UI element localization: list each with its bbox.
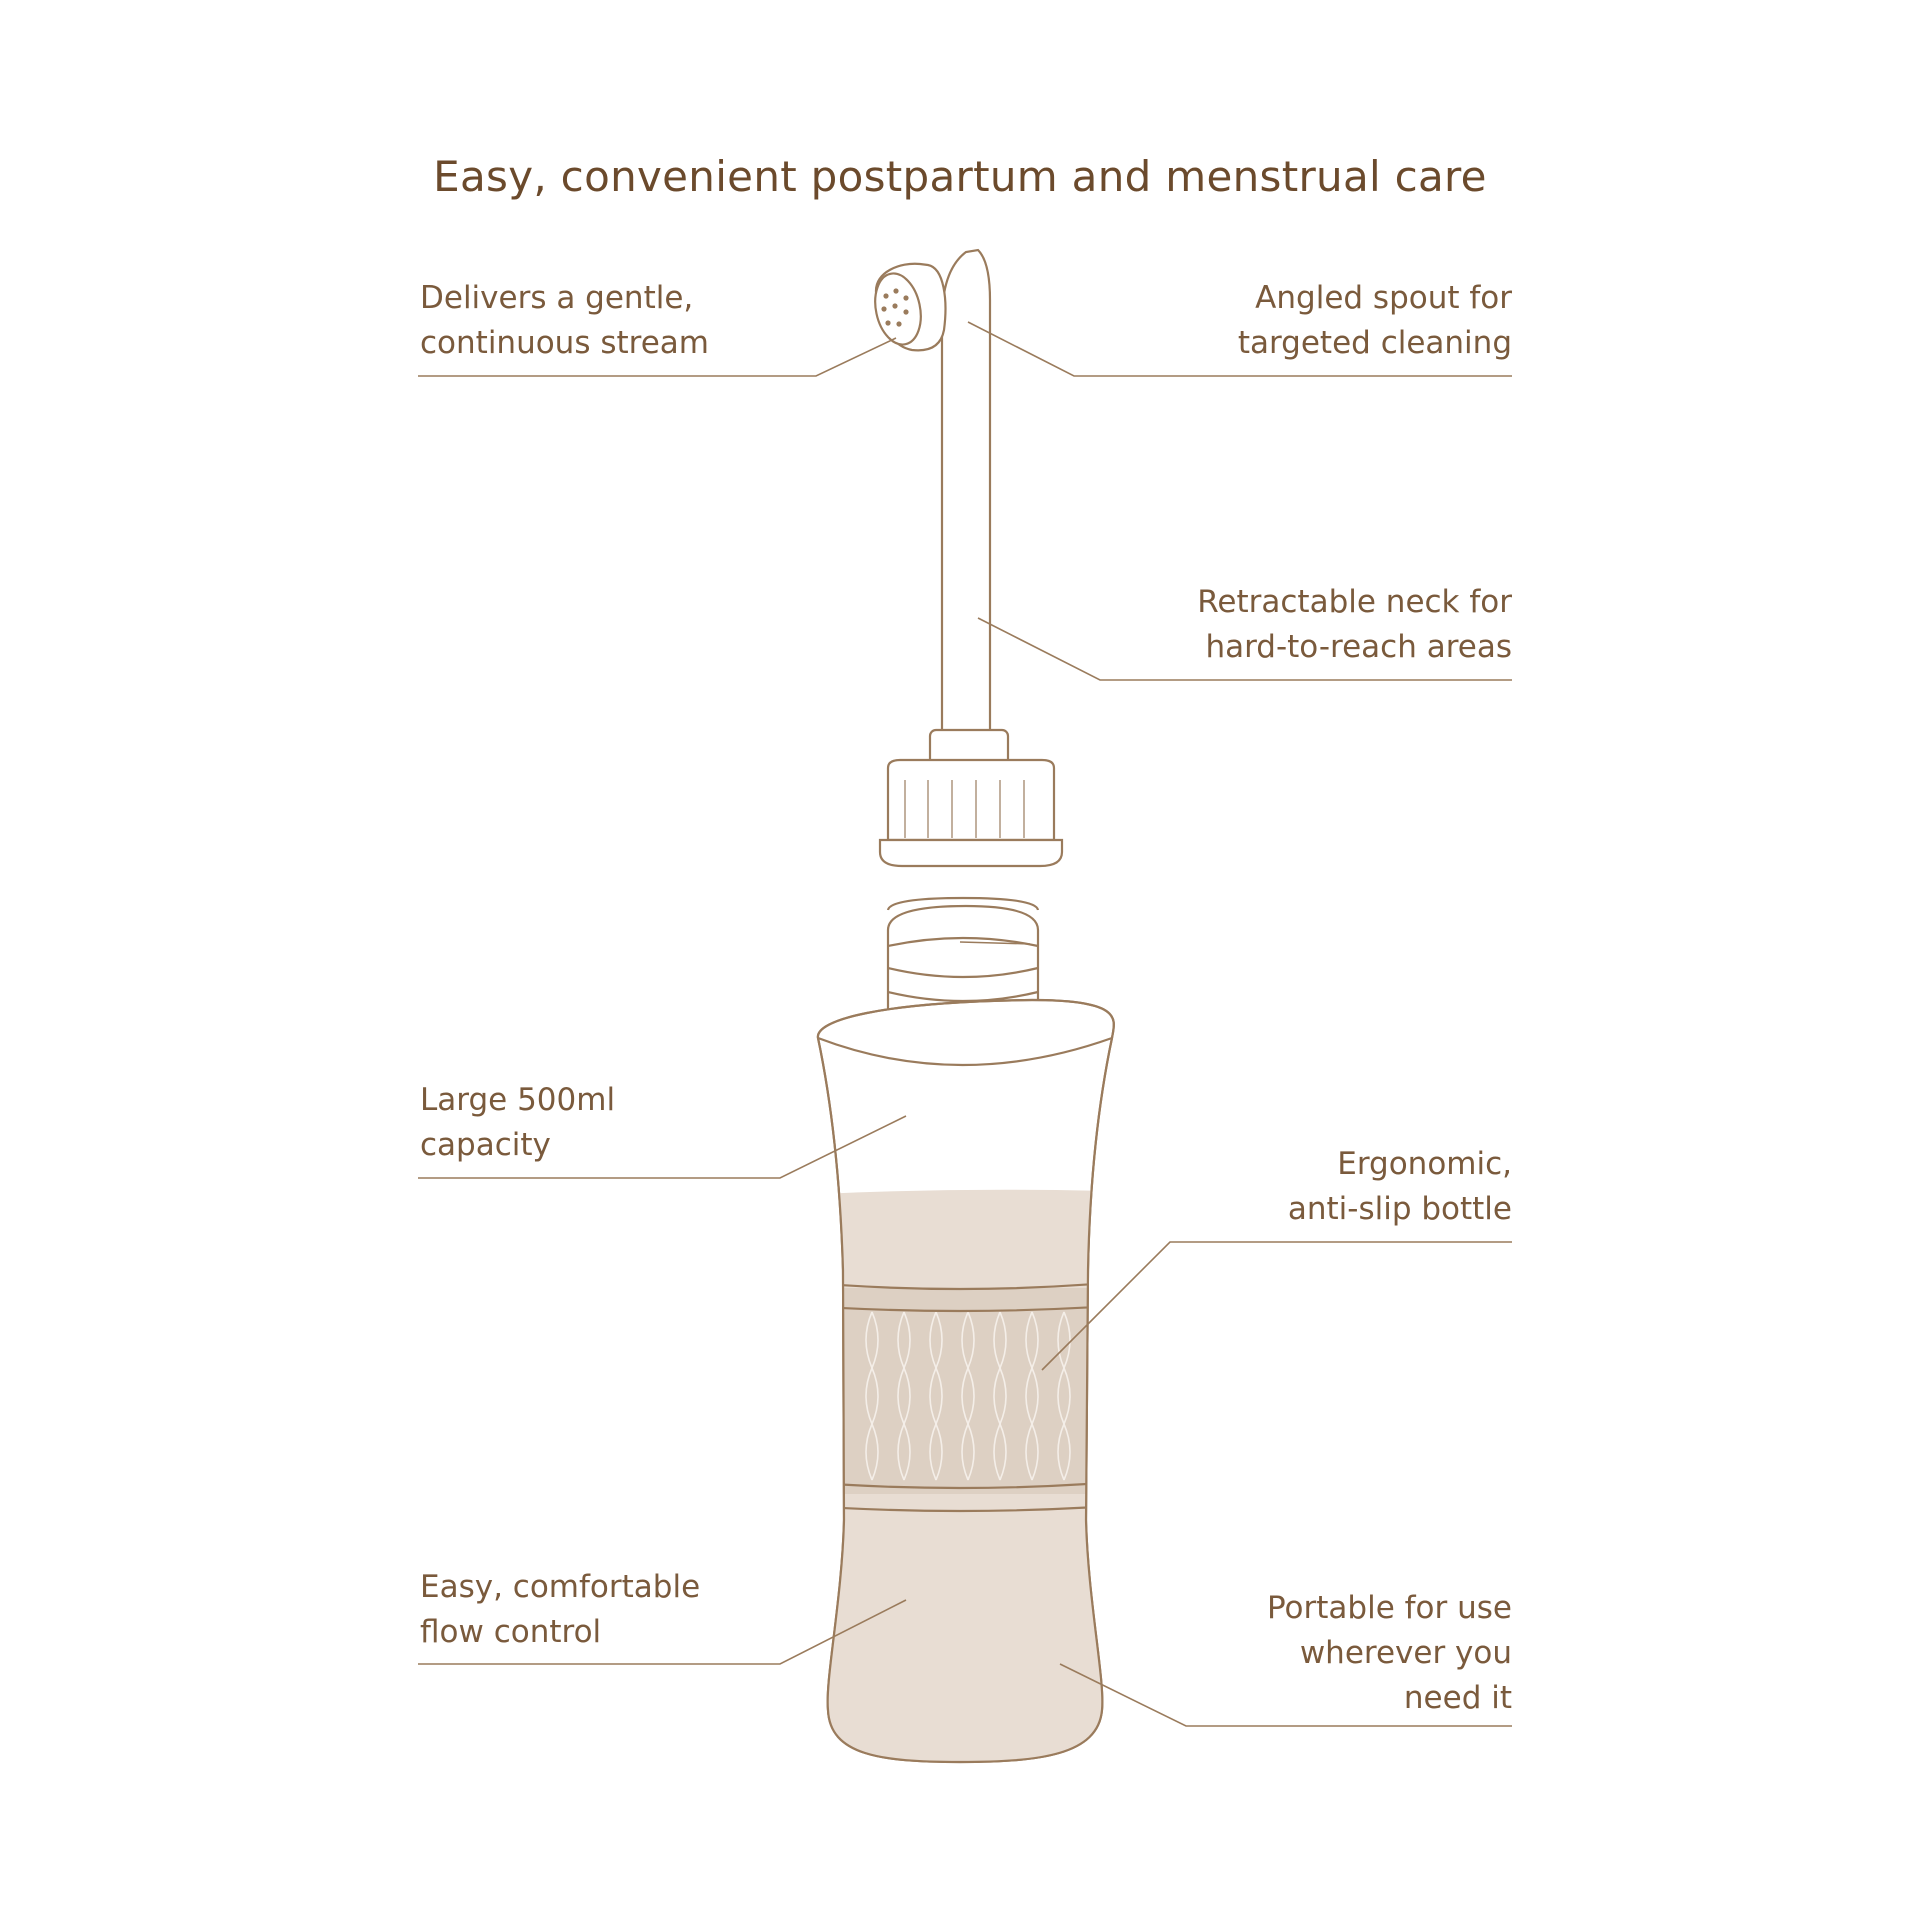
leader-portable [1059, 1663, 1512, 1727]
callout-stream-line2: continuous stream [420, 325, 709, 361]
leader-spout [967, 321, 1512, 377]
callout-grip: Ergonomic, anti-slip bottle [1288, 1142, 1512, 1232]
callout-stream: Delivers a gentle, continuous stream [420, 276, 709, 366]
callout-neck-line1: Retractable neck for [1197, 584, 1512, 620]
grip-waves [865, 1311, 1071, 1481]
callout-portable-line2: wherever you [1299, 1635, 1512, 1671]
leader-neck [977, 617, 1512, 681]
callout-capacity-line1: Large 500ml [420, 1082, 616, 1118]
callout-grip-line2: anti-slip bottle [1287, 1191, 1512, 1227]
nozzle-holes [881, 288, 909, 327]
cap-rim [878, 838, 1064, 868]
callout-spout-line2: targeted cleaning [1237, 325, 1512, 361]
callout-grip-line1: Ergonomic, [1337, 1146, 1512, 1182]
callout-portable-line1: Portable for use [1266, 1590, 1512, 1626]
bottle-mouth [886, 896, 1040, 1012]
page-title: Easy, convenient postpartum and menstrua… [433, 152, 1487, 201]
callout-neck-line2: hard-to-reach areas [1205, 629, 1512, 665]
callout-flow-line1: Easy, comfortable [420, 1569, 701, 1605]
neck-tube [940, 248, 992, 742]
bottle [816, 896, 1115, 1764]
callout-flow: Easy, comfortable flow control [420, 1565, 700, 1655]
callout-spout: Angled spout for targeted cleaning [1238, 276, 1512, 366]
nozzle [874, 248, 1064, 868]
leader-grip [1041, 1241, 1512, 1371]
leader-flow [418, 1599, 907, 1665]
nozzle-face [874, 272, 922, 346]
shoulder-line [817, 1036, 1113, 1067]
callout-spout-line1: Angled spout for [1255, 280, 1512, 316]
leader-stream [418, 337, 897, 377]
callout-portable-line3: need it [1403, 1680, 1512, 1716]
callout-neck: Retractable neck for hard-to-reach areas [1197, 580, 1512, 670]
callout-capacity-line2: capacity [420, 1127, 551, 1163]
callout-portable: Portable for use wherever you need it [1267, 1586, 1512, 1721]
callout-capacity: Large 500ml capacity [420, 1078, 615, 1168]
leader-capacity [418, 1115, 907, 1179]
callout-stream-line1: Delivers a gentle, [420, 280, 694, 316]
cap [886, 758, 1056, 842]
leader-lines [418, 321, 1512, 1727]
cap-ridges [904, 780, 1025, 838]
callout-flow-line2: flow control [420, 1614, 602, 1650]
